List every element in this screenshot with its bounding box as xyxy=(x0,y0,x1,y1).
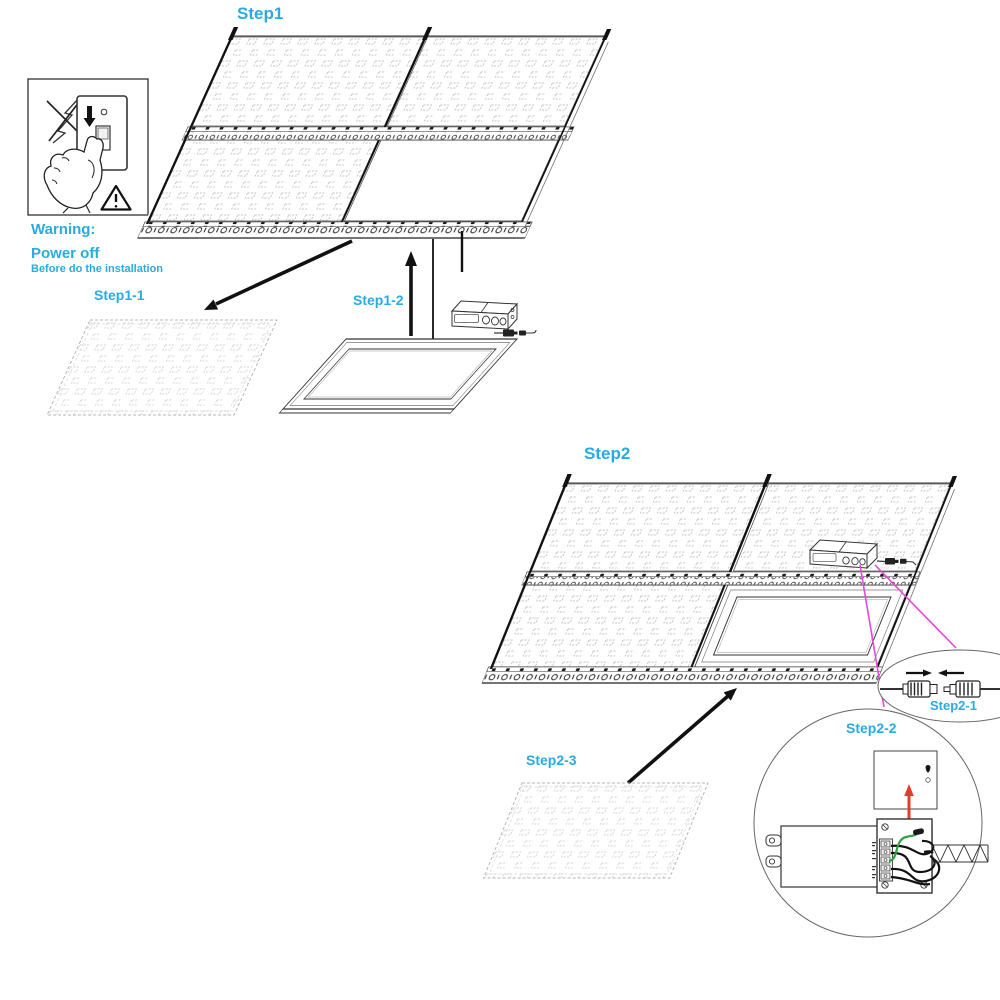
led-panel-step2-3 xyxy=(482,782,709,879)
cable-connector-icon xyxy=(494,329,537,337)
step2-ceiling-grid xyxy=(481,474,960,684)
empty-grid-opening xyxy=(343,139,559,222)
panel-frame-step1-2 xyxy=(278,338,519,414)
step2-label: Step2 xyxy=(584,444,631,463)
direction-arrow-icon xyxy=(626,688,737,785)
pressing-hand-icon xyxy=(43,135,104,214)
push-together-arrows-icon xyxy=(906,669,964,677)
terminal-block xyxy=(872,838,893,882)
warning-line1: Power off xyxy=(31,245,100,262)
mounting-plate xyxy=(873,750,938,810)
step1-ceiling-grid xyxy=(137,27,619,239)
flexible-conduit xyxy=(931,843,989,864)
direction-arrow-icon xyxy=(405,251,417,336)
power-off-warning-icon xyxy=(27,78,149,216)
led-panel xyxy=(732,483,952,572)
driver-wiring-box xyxy=(765,818,989,894)
led-panel xyxy=(191,36,426,127)
step2-2-detail-circle xyxy=(753,708,989,938)
warning-line2: Before do the installation xyxy=(31,263,164,275)
led-panel xyxy=(492,584,725,668)
led-driver-box-on-grid xyxy=(808,539,917,570)
step1-label: Step1 xyxy=(237,4,284,23)
cable-connectors-icon xyxy=(880,680,1000,698)
installed-frame-opening xyxy=(693,584,911,668)
direction-arrow-icon xyxy=(204,239,353,310)
step1-2-label: Step1-2 xyxy=(353,292,404,308)
led-panel xyxy=(530,483,766,572)
cable-connector-icon xyxy=(876,558,917,566)
led-panel xyxy=(386,36,606,127)
warning-triangle-icon xyxy=(100,184,132,211)
step1-leader-lines xyxy=(432,231,464,346)
step2-1-label: Step2-1 xyxy=(930,698,977,713)
press-down-arrow-icon xyxy=(83,106,96,127)
step2-3-label: Step2-3 xyxy=(526,752,577,768)
led-panel-step1-1 xyxy=(46,319,278,416)
led-driver-box xyxy=(450,300,537,337)
step2-2-label: Step2-2 xyxy=(846,720,897,736)
step1-1-label: Step1-1 xyxy=(94,287,145,303)
step2-1-detail-ellipse xyxy=(877,649,1000,723)
led-panel xyxy=(148,139,379,222)
warning-title: Warning: xyxy=(31,221,96,238)
ground-wire xyxy=(888,833,918,863)
